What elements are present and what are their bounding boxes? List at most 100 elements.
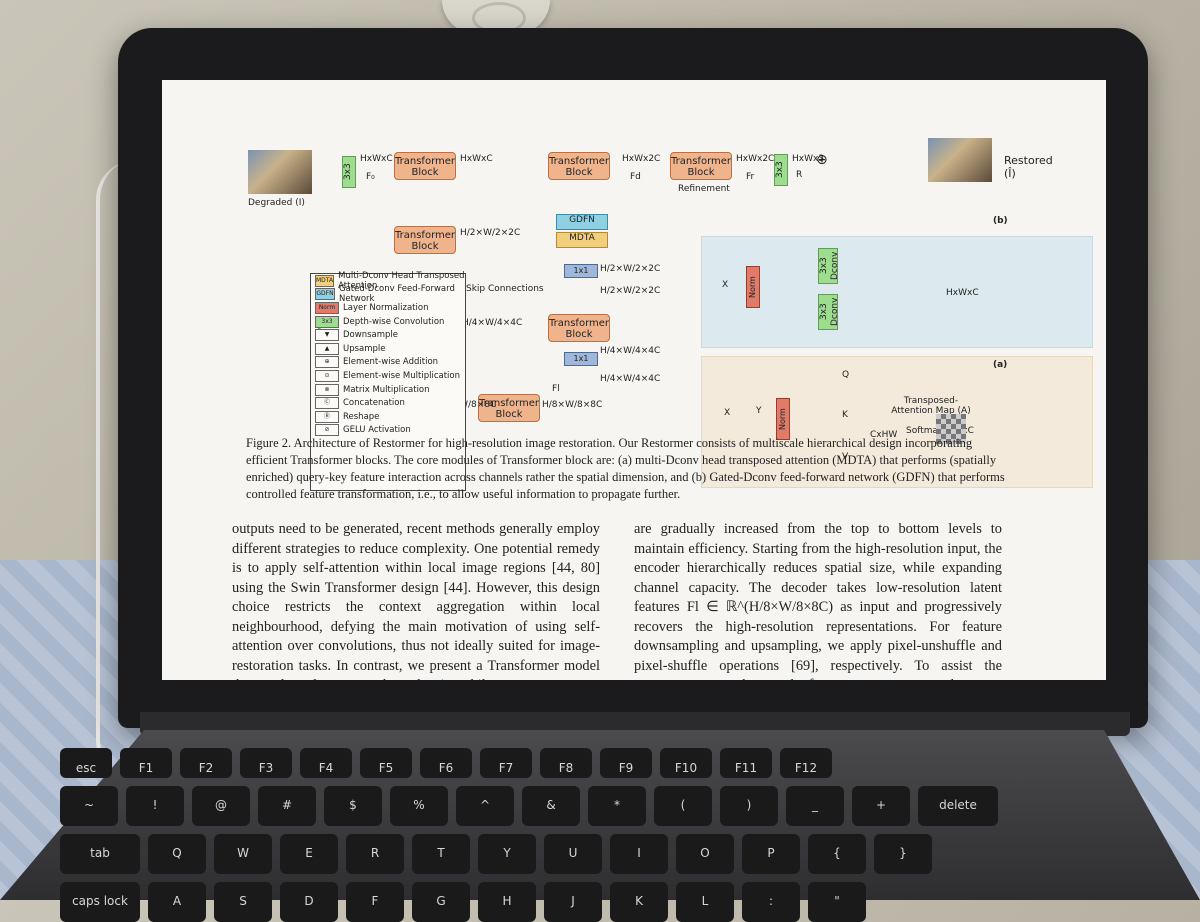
- keyboard-key[interactable]: P: [742, 834, 800, 874]
- transformer-block-text: Transformer Block: [395, 230, 456, 252]
- keyboard-key[interactable]: @: [192, 786, 250, 826]
- keyboard-key[interactable]: esc: [60, 748, 112, 778]
- keyboard-key[interactable]: F2: [180, 748, 232, 778]
- keyboard-key[interactable]: Q: [148, 834, 206, 874]
- keyboard-key[interactable]: ^: [456, 786, 514, 826]
- keyboard-key[interactable]: !: [126, 786, 184, 826]
- transformer-block-text: Transformer Block: [549, 318, 610, 340]
- dim-label: H/8×W/8×8C: [436, 400, 497, 410]
- keyboard-key[interactable]: ~: [60, 786, 118, 826]
- keyboard-key[interactable]: :: [742, 882, 800, 922]
- dim-label: HxWx2C: [622, 154, 661, 164]
- r-label: R: [796, 170, 803, 180]
- keyboard-key[interactable]: %: [390, 786, 448, 826]
- output-conv-3x3: 3x3: [774, 154, 788, 186]
- keyboard-key[interactable]: F7: [480, 748, 532, 778]
- dim-label: H/4×W/4×4C: [600, 374, 661, 384]
- legend-text: Depth-wise Convolution: [343, 316, 445, 327]
- keyboard-key[interactable]: T: [412, 834, 470, 874]
- legend-text: Element-wise Multiplication: [343, 370, 460, 381]
- keyboard-key[interactable]: R: [346, 834, 404, 874]
- keyboard-key[interactable]: I: [610, 834, 668, 874]
- keyboard-key[interactable]: E: [280, 834, 338, 874]
- keyboard-row-function: esc F1 F2 F3 F4 F5 F6 F7 F8 F9 F10 F11 F12: [60, 748, 1200, 778]
- dim-label: H/4×W/4×4C: [462, 318, 523, 328]
- norm-block-mdta: Norm: [776, 398, 790, 440]
- keyboard-key[interactable]: K: [610, 882, 668, 922]
- keyboard-key[interactable]: &: [522, 786, 580, 826]
- keyboard-key[interactable]: W: [214, 834, 272, 874]
- keyboard-key[interactable]: A: [148, 882, 206, 922]
- addition-node: ⊕: [816, 152, 828, 168]
- keyboard-key[interactable]: *: [588, 786, 646, 826]
- laptop-screen: Degraded (I) Restored (Î) 3x3 HxWxC F₀ T…: [162, 80, 1106, 680]
- keyboard-key[interactable]: H: [478, 882, 536, 922]
- keyboard-key[interactable]: caps lock: [60, 882, 140, 922]
- charging-cable: [96, 160, 140, 780]
- keyboard-key[interactable]: delete: [918, 786, 998, 826]
- keyboard-key[interactable]: ): [720, 786, 778, 826]
- legend-chip: ⊗: [315, 383, 339, 396]
- keyboard-key[interactable]: F11: [720, 748, 772, 778]
- fl-label: Fl: [552, 384, 560, 394]
- input-conv-3x3: 3x3: [342, 156, 356, 188]
- keyboard-key[interactable]: D: [280, 882, 338, 922]
- keyboard-key[interactable]: #: [258, 786, 316, 826]
- dconv-block-gdfn-bottom: 3x3 Dconv: [818, 294, 840, 330]
- keyboard-key[interactable]: (: [654, 786, 712, 826]
- keyboard-key[interactable]: $: [324, 786, 382, 826]
- keyboard-key[interactable]: F3: [240, 748, 292, 778]
- dim-label: HxWxC: [360, 154, 393, 164]
- keyboard-key[interactable]: F: [346, 882, 404, 922]
- v-label: V: [842, 452, 849, 462]
- transposed-attention-map-label: Transposed-Attention Map (A): [891, 396, 971, 416]
- keyboard-key[interactable]: +: [852, 786, 910, 826]
- keyboard-key[interactable]: J: [544, 882, 602, 922]
- legend-chip: 3x3 Dconv: [315, 315, 339, 335]
- legend-chip: Ⓡ: [315, 410, 339, 423]
- keyboard-key[interactable]: }: [874, 834, 932, 874]
- gdfn-block: GDFN: [556, 214, 608, 230]
- keyboard-key[interactable]: U: [544, 834, 602, 874]
- legend-text: GELU Activation: [343, 425, 411, 436]
- legend-text: Concatenation: [343, 398, 405, 409]
- transformer-block-l1-encoder: Transformer Block: [394, 152, 456, 180]
- keyboard-key[interactable]: F1: [120, 748, 172, 778]
- keyboard-key[interactable]: F9: [600, 748, 652, 778]
- dim-label: H/8×W/8×8C: [542, 400, 603, 410]
- transformer-block-l3-decoder: Transformer Block: [548, 314, 610, 342]
- keyboard-key[interactable]: S: [214, 882, 272, 922]
- keyboard-key[interactable]: F5: [360, 748, 412, 778]
- legend-chip: ▼: [315, 329, 339, 342]
- keyboard-key[interactable]: G: [412, 882, 470, 922]
- architecture-figure: Degraded (I) Restored (Î) 3x3 HxWxC F₀ T…: [246, 138, 1093, 491]
- legend-item: ⊕Element-wise Addition: [311, 356, 465, 370]
- keyboard-key[interactable]: O: [676, 834, 734, 874]
- keyboard-key[interactable]: tab: [60, 834, 140, 874]
- keyboard-key[interactable]: F6: [420, 748, 472, 778]
- keyboard-key[interactable]: L: [676, 882, 734, 922]
- refinement-label: Refinement: [678, 184, 730, 194]
- q-label: Q: [842, 370, 850, 380]
- transformer-block-text: Transformer Block: [549, 156, 610, 178]
- mdta-block: MDTA: [556, 232, 608, 248]
- keyboard-key[interactable]: F8: [540, 748, 592, 778]
- keyboard-key[interactable]: ": [808, 882, 866, 922]
- transformer-block-l4-latent: Transformer Block: [478, 394, 540, 422]
- fr-label: Fr: [746, 172, 755, 182]
- legend-item: ▲Upsample: [311, 342, 465, 356]
- keyboard-key[interactable]: {: [808, 834, 866, 874]
- fd-label: Fd: [630, 172, 641, 182]
- keyboard-key[interactable]: Y: [478, 834, 536, 874]
- keyboard-key[interactable]: F12: [780, 748, 832, 778]
- keyboard-key[interactable]: F4: [300, 748, 352, 778]
- mdta-panel: [701, 356, 1093, 488]
- keyboard-key[interactable]: _: [786, 786, 844, 826]
- legend-chip: GDFN: [315, 288, 335, 301]
- keyboard-key[interactable]: F10: [660, 748, 712, 778]
- body-text-left-column: outputs need to be generated, recent met…: [232, 521, 600, 680]
